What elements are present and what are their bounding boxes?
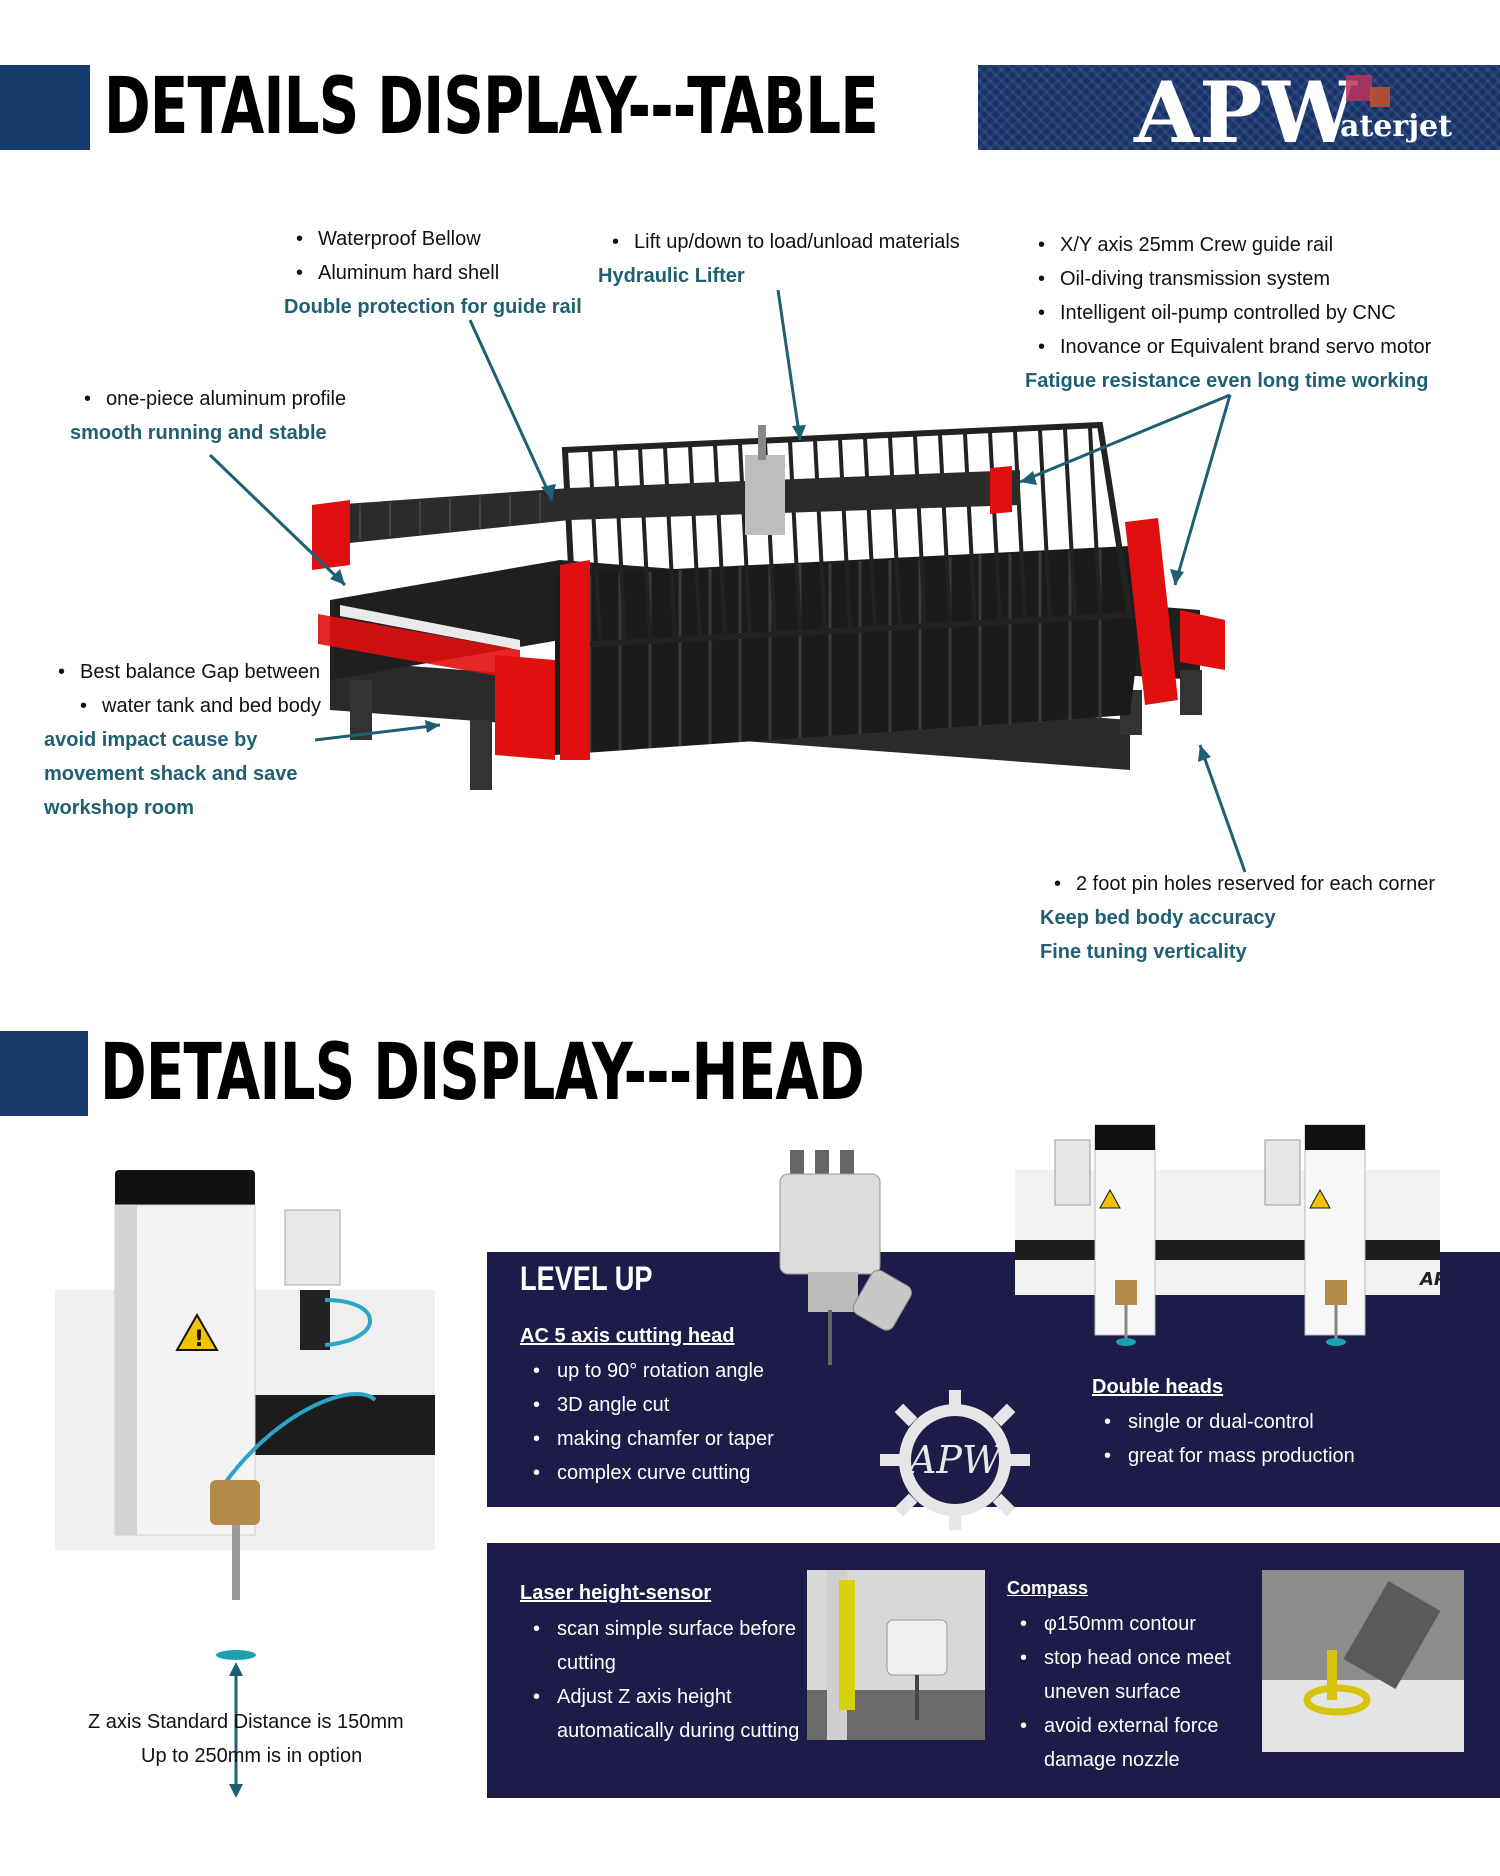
level-up-title: LEVEL UP (520, 1260, 653, 1298)
profile-bullet-1: one-piece aluminum profile (84, 382, 346, 416)
double-heads-image: AP (1015, 1124, 1440, 1346)
laser-sensor-list: scan simple surface before cutting Adjus… (533, 1612, 799, 1748)
rail-highlight: Fatigue resistance even long time workin… (1025, 370, 1429, 392)
ac-head-heading: AC 5 axis cutting head (520, 1325, 735, 1347)
gap-highlight-line-3: workshop room (44, 797, 195, 819)
z-axis-caption-line-1: Z axis Standard Distance is 150mm (88, 1711, 404, 1733)
rail-bullet-1: X/Y axis 25mm Crew guide rail (1038, 228, 1431, 262)
ac-bullet-4: complex curve cutting (533, 1456, 774, 1490)
bellow-bullet-2: Aluminum hard shell (296, 256, 499, 290)
laser-item-2-line-2: automatically during cutting (557, 1720, 800, 1742)
compass-item-1: φ150mm contour (1020, 1607, 1231, 1641)
bellow-highlight: Double protection for guide rail (284, 296, 582, 318)
double-heads-heading: Double heads (1092, 1376, 1224, 1398)
laser-item-2-line-1: Adjust Z axis height (533, 1680, 799, 1714)
laser-sensor-heading: Laser height-sensor (520, 1582, 712, 1604)
laser-item-1-line-1: scan simple surface before (533, 1612, 799, 1646)
ac-bullet-1: up to 90° rotation angle (533, 1354, 774, 1388)
pins-highlight-line-1: Keep bed body accuracy (1040, 907, 1276, 929)
head-title-accent-block (0, 1031, 88, 1116)
callout-lifter: Lift up/down to load/unload materials (612, 225, 960, 259)
bellow-bullet-1: Waterproof Bellow (296, 222, 499, 256)
lifter-bullet-1: Lift up/down to load/unload materials (612, 225, 960, 259)
gap-highlight-line-2: movement shack and save (44, 763, 298, 785)
pins-highlight-line-2: Fine tuning verticality (1040, 941, 1247, 963)
logo-main-text: APW (1134, 63, 1357, 162)
rail-bullet-2: Oil-diving transmission system (1038, 262, 1431, 296)
laser-item-1-line-2: cutting (557, 1652, 616, 1674)
five-axis-head-image (779, 1150, 912, 1365)
cutting-head-photo: ! (55, 1170, 435, 1798)
waterjet-table-illustration (208, 289, 1247, 873)
title-accent-block (0, 65, 90, 150)
gap-bullet-line-1: Best balance Gap between (58, 655, 321, 689)
svg-text:!: ! (194, 1327, 204, 1352)
compass-item-3-line-2: damage nozzle (1044, 1749, 1180, 1771)
double-bullet-1: single or dual-control (1104, 1405, 1355, 1439)
compass-heading: Compass (1007, 1578, 1089, 1598)
compass-item-2-line-2: uneven surface (1044, 1681, 1181, 1703)
compass-list: φ150mm contour stop head once meet uneve… (1020, 1607, 1231, 1777)
apw-emblem: APW (880, 1390, 1030, 1530)
compass-photo (1262, 1570, 1464, 1752)
ac-bullet-3: making chamfer or taper (533, 1422, 774, 1456)
apw-logo: APW aterjet (978, 65, 1500, 155)
lifter-highlight: Hydraulic Lifter (598, 265, 745, 287)
table-section-title: DETAILS DISPLAY---TABLE (104, 62, 879, 152)
rail-bullet-3: Intelligent oil-pump controlled by CNC (1038, 296, 1431, 330)
head-section-title: DETAILS DISPLAY---HEAD (100, 1028, 865, 1118)
callout-rail: X/Y axis 25mm Crew guide rail Oil-diving… (1038, 228, 1431, 364)
pins-highlight: Keep bed body accuracy Fine tuning verti… (1040, 901, 1276, 969)
compass-item-2-line-1: stop head once meet (1020, 1641, 1231, 1675)
double-bullet-2: great for mass production (1104, 1439, 1355, 1473)
ac-head-list: up to 90° rotation angle 3D angle cut ma… (533, 1354, 774, 1490)
gap-highlight-line-1: avoid impact cause by (44, 729, 258, 751)
pins-bullet-1: 2 foot pin holes reserved for each corne… (1054, 867, 1435, 901)
logo-sub-text: aterjet (1340, 109, 1452, 144)
callout-bellow: Waterproof Bellow Aluminum hard shell (296, 222, 499, 290)
compass-item-3-line-1: avoid external force (1020, 1709, 1231, 1743)
profile-highlight: smooth running and stable (70, 422, 327, 444)
rail-bullet-4: Inovance or Equivalent brand servo motor (1038, 330, 1431, 364)
gap-bullet-line-2: water tank and bed body (58, 689, 321, 723)
callout-gap: Best balance Gap between water tank and … (58, 655, 321, 723)
logo-orange-square (1370, 87, 1390, 107)
callout-pins: 2 foot pin holes reserved for each corne… (1054, 867, 1435, 901)
logo-red-square (1346, 75, 1372, 101)
ac-bullet-2: 3D angle cut (533, 1388, 774, 1422)
double-heads-list: single or dual-control great for mass pr… (1104, 1405, 1355, 1473)
z-axis-caption-line-2: Up to 250mm is in option (141, 1745, 363, 1767)
gap-highlight: avoid impact cause by movement shack and… (44, 723, 297, 825)
emblem-text: APW (906, 1438, 1004, 1482)
double-heads-label: AP (1418, 1269, 1440, 1290)
laser-sensor-photo (807, 1570, 985, 1740)
callout-profile: one-piece aluminum profile (84, 382, 346, 416)
